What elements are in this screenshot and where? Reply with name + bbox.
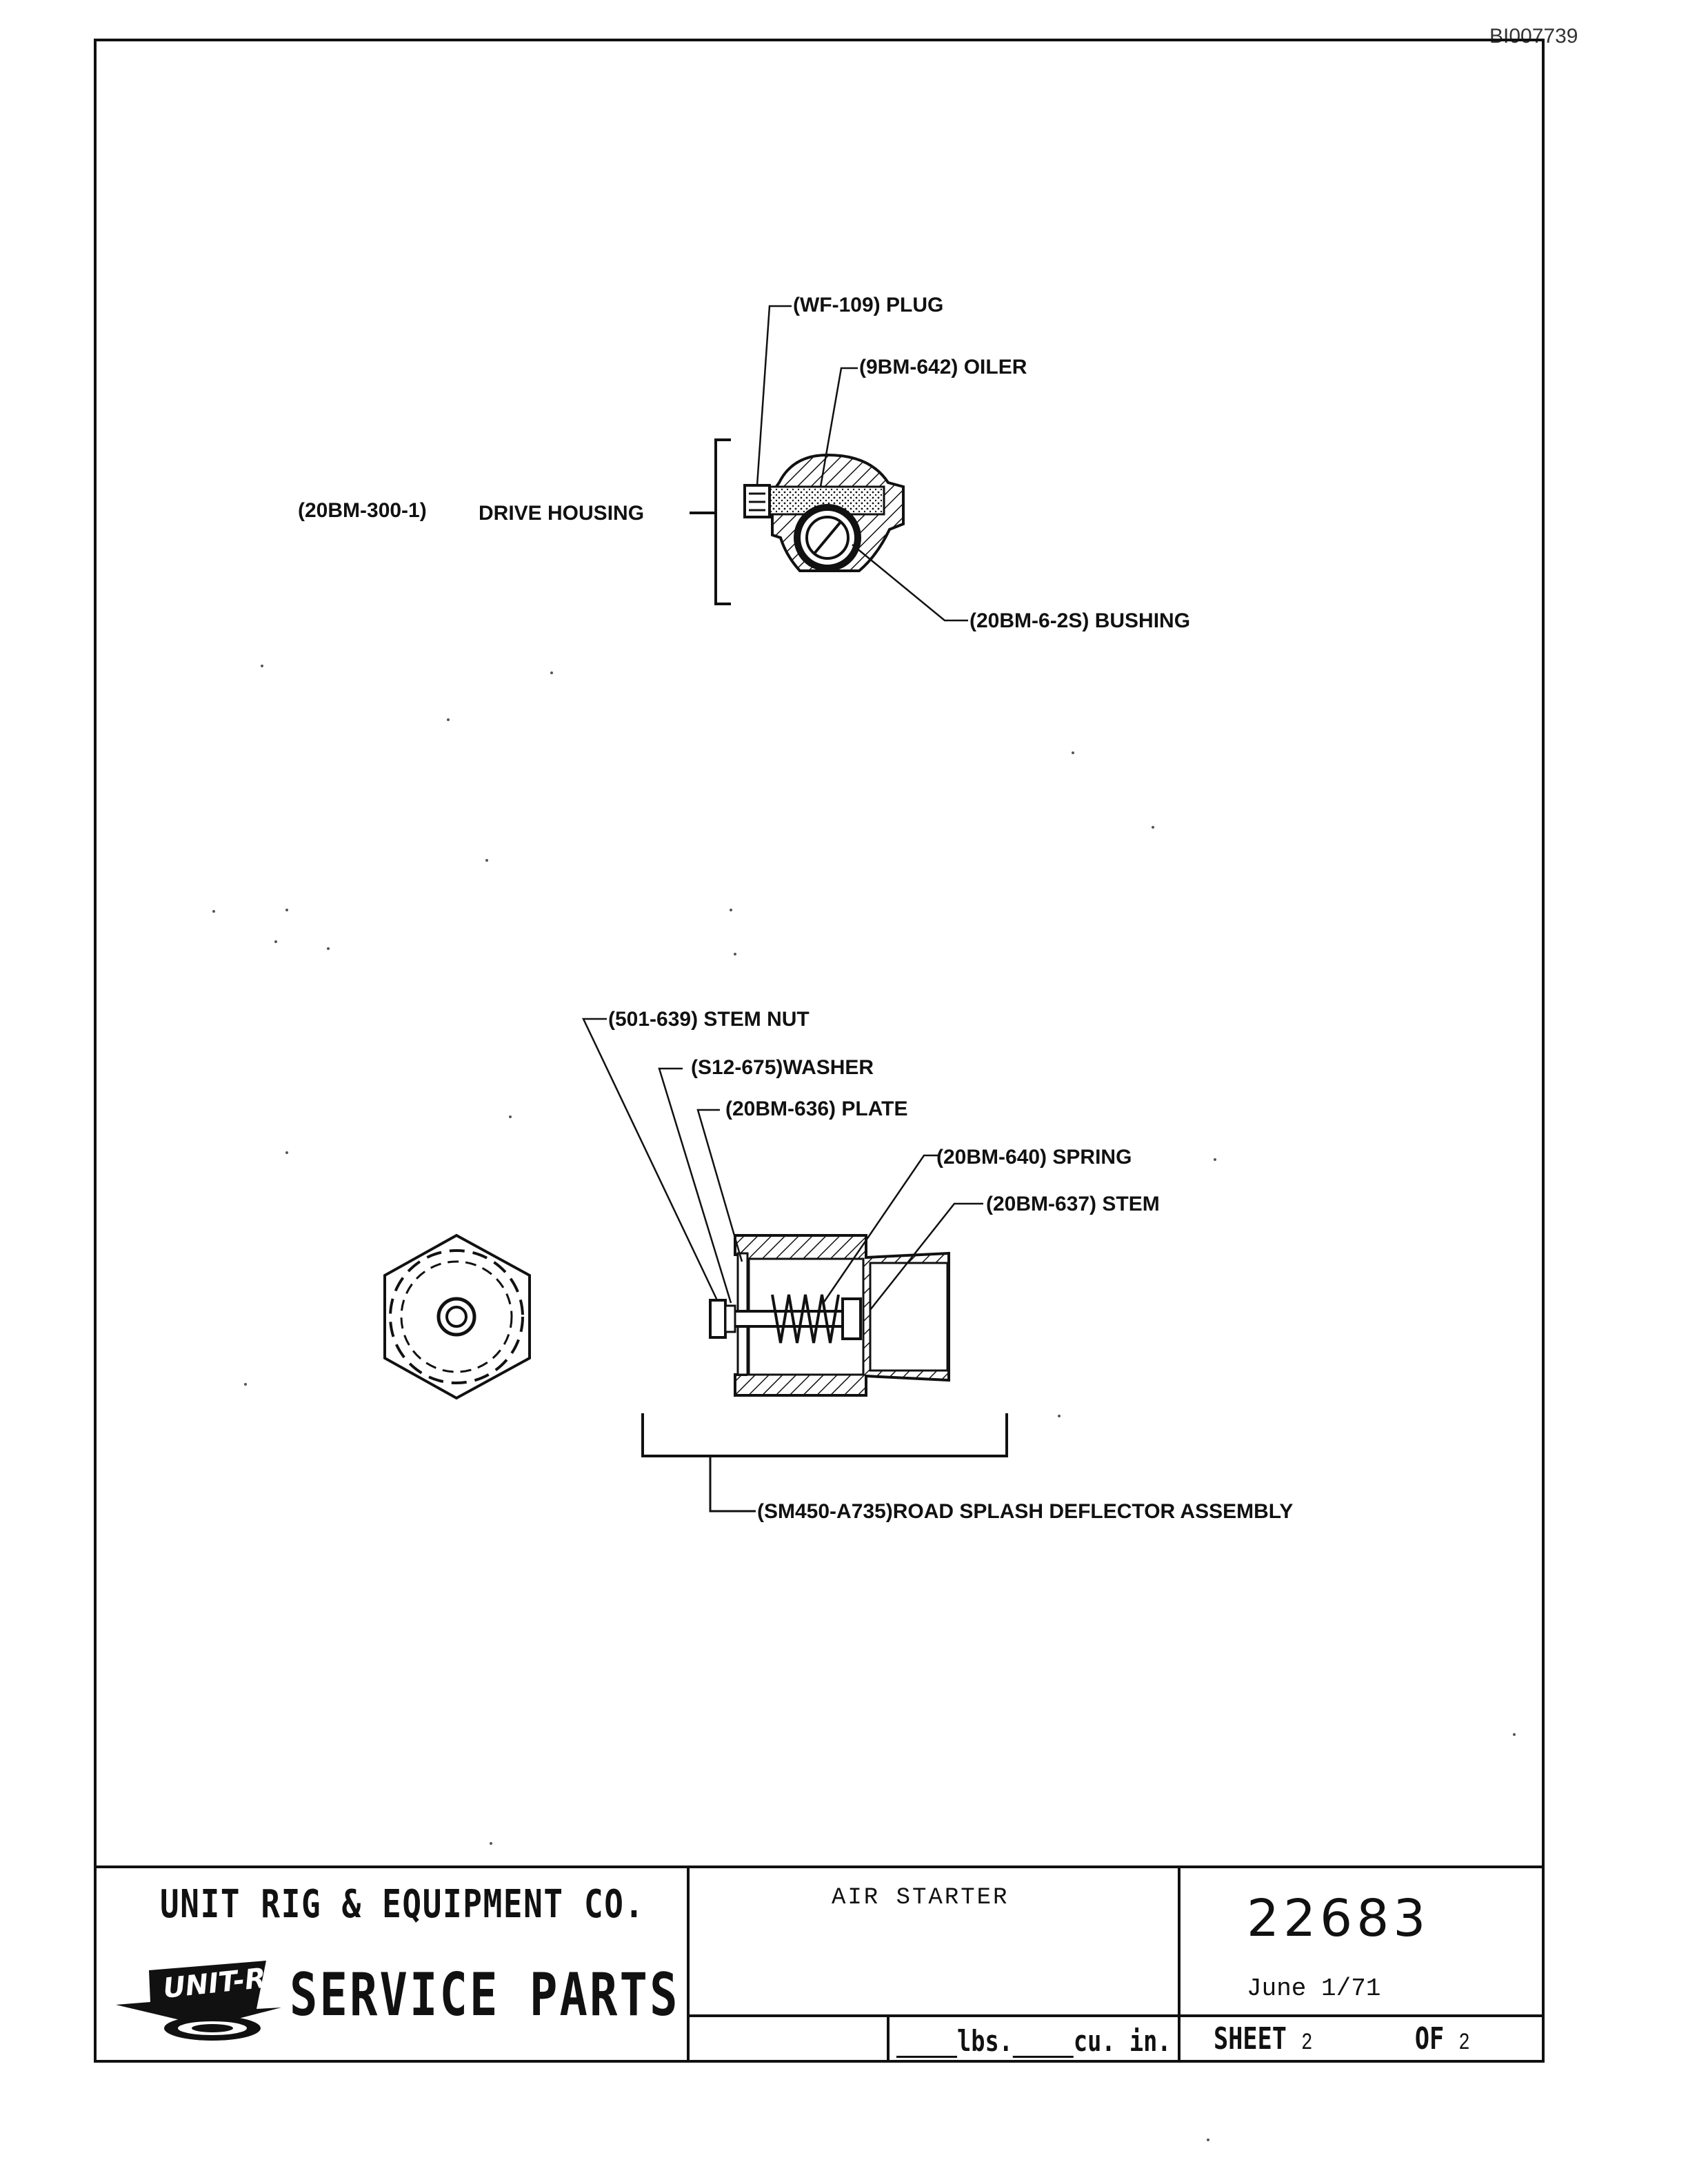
plug-label: (WF-109) PLUG [793,294,943,316]
service-parts-heading: SERVICE PARTS [290,1961,680,2030]
of-label: OF [1414,2021,1445,2056]
lbs-label: lbs. [957,2024,1013,2058]
drive-housing-part-label: (20BM-300-1) [298,499,427,522]
unit-rig-logo: UNIT-RIG [116,1959,288,2041]
sheet-label: SHEET [1214,2021,1287,2056]
document-id: BI007739 [1489,25,1578,48]
title-block-divider [687,2014,1545,2017]
washer-label: (S12-675)WASHER [691,1056,874,1079]
assembly-label: (SM450-A735)ROAD SPLASH DEFLECTOR ASSEMB… [757,1500,1293,1523]
title-block-divider [1178,1866,1180,2063]
title-block-divider [887,2014,890,2063]
title-block-divider [687,1866,690,2063]
stem-nut-label: (501-639) STEM NUT [608,1008,810,1031]
drive-housing-drawing [690,305,968,622]
drawing-title: AIR STARTER [832,1885,1009,1911]
hex-end-view-drawing [383,1233,531,1400]
cu-in-label: cu. in. [1073,2024,1172,2058]
scan-specks [212,665,1516,2141]
drive-housing-label: DRIVE HOUSING [479,502,644,525]
deflector-section-drawing [582,1018,1008,1513]
plate-label: (20BM-636) PLATE [725,1098,908,1120]
company-name: UNIT RIG & EQUIPMENT CO. [160,1882,645,1927]
drawing-number: 22683 [1247,1889,1430,1948]
oiler-label: (9BM-642) OILER [859,356,1027,378]
sheet-number: 2 [1301,2030,1313,2056]
sheet-field: SHEET 2 OF 2 [1214,2021,1470,2056]
sheet-total: 2 [1458,2030,1470,2056]
title-block [94,1866,1545,2063]
weight-field: lbs. cu. in. [896,2024,1172,2058]
stem-label: (20BM-637) STEM [986,1193,1160,1215]
drawing-date: June 1/71 [1247,1974,1381,2003]
bushing-label: (20BM-6-2S) BUSHING [969,609,1190,632]
drawing-frame [94,39,1545,2063]
spring-label: (20BM-640) SPRING [936,1146,1132,1169]
